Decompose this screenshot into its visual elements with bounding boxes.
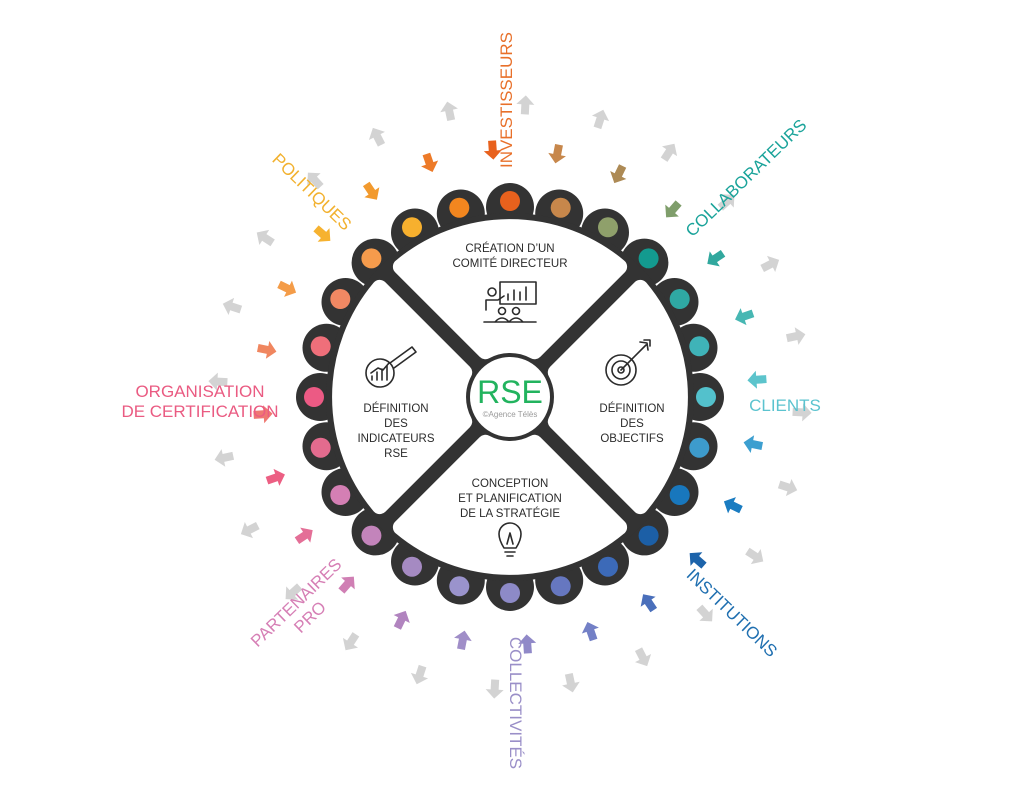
gear-tooth-dot: [402, 217, 422, 238]
outbound-arrow-icon: [792, 403, 812, 422]
label-clients: CLIENTS: [749, 396, 821, 415]
gear-tooth-dot: [689, 336, 710, 357]
outbound-arrow-icon: [342, 632, 360, 651]
gear-tooth-dot: [669, 485, 690, 505]
outbound-arrow-icon: [777, 478, 798, 497]
inbound-arrow-icon: [723, 497, 743, 514]
inbound-arrow-icon: [665, 200, 682, 218]
gear-tooth-dot: [598, 556, 618, 577]
label-investisseurs: INVESTISSEURS: [497, 32, 516, 168]
outbound-arrow-icon: [285, 583, 303, 600]
inbound-arrow-icon: [294, 527, 313, 545]
inbound-arrow-icon: [640, 594, 658, 613]
inbound-arrow-icon: [581, 622, 599, 642]
segment-bottom: [392, 434, 628, 575]
gear-tooth-dot: [669, 289, 690, 309]
inbound-arrow-icon: [265, 468, 285, 486]
inbound-arrow-icon: [743, 435, 763, 453]
outbound-arrow-icon: [591, 109, 610, 130]
target-arrow-icon: [605, 339, 651, 386]
gear-tooth-dot: [689, 437, 710, 458]
outbound-arrow-icon: [634, 647, 652, 667]
outbound-arrow-icon: [440, 101, 458, 122]
gear-tooth-dot: [550, 576, 571, 597]
gear-tooth-dot: [330, 289, 351, 309]
outbound-arrow-icon: [222, 297, 243, 316]
outbound-arrow-icon: [410, 664, 429, 685]
inbound-arrow-icon: [689, 552, 707, 569]
inbound-arrow-icon: [454, 630, 472, 650]
core-title: RSE: [477, 374, 543, 410]
segment-right: [547, 279, 688, 515]
gear-tooth-dot: [638, 525, 659, 546]
gear-tooth-dot: [361, 525, 382, 546]
inbound-arrow-icon: [610, 164, 627, 184]
inbound-arrow-icon: [257, 341, 277, 359]
gear-tooth-dot: [638, 248, 659, 269]
gear-tooth-dot: [304, 387, 324, 407]
inbound-arrow-icon: [362, 181, 380, 200]
inbound-arrow-icon: [421, 152, 439, 172]
segment-left: [332, 279, 473, 515]
gear-tooth-dot: [550, 197, 571, 218]
outbound-arrow-icon: [256, 229, 275, 247]
gear-tooth-dot: [310, 437, 331, 458]
outbound-arrow-icon: [240, 521, 260, 539]
outbound-arrow-icon: [516, 95, 535, 115]
outbound-arrow-icon: [785, 327, 806, 345]
outbound-arrow-icon: [208, 372, 228, 391]
gear-tooth-dot: [449, 576, 470, 597]
gear-tooth-dot: [500, 191, 520, 211]
inbound-arrow-icon: [483, 140, 502, 160]
inbound-arrow-icon: [518, 634, 537, 654]
presentation-board-icon: [483, 281, 537, 323]
inbound-arrow-icon: [393, 610, 410, 630]
gear-tooth-dot: [449, 197, 470, 218]
inbound-arrow-icon: [338, 576, 355, 594]
gear-tooth-dot: [330, 485, 351, 505]
outbound-arrow-icon: [760, 255, 780, 273]
core-credit: ©Agence Télès: [483, 410, 538, 419]
label-institutions: INSTITUTIONS: [683, 565, 781, 661]
gear-tooth-dot: [500, 583, 520, 603]
inbound-arrow-icon: [707, 249, 726, 267]
gear-tooth-dot: [361, 248, 382, 269]
magnifier-chart-icon: [365, 346, 417, 388]
inbound-arrow-icon: [253, 405, 273, 424]
outbound-arrow-icon: [717, 194, 735, 211]
outbound-arrow-icon: [562, 672, 580, 693]
gear-tooth-dot: [598, 217, 618, 238]
outbound-arrow-icon: [745, 547, 764, 565]
segment-top: [392, 219, 628, 360]
core-circle: [470, 357, 550, 437]
outbound-arrow-icon: [214, 449, 235, 467]
label-collectivites: COLLECTIVITÉS: [506, 637, 525, 769]
gear-tooth-dot: [310, 336, 331, 357]
gear-tooth-dot: [402, 556, 422, 577]
arrows-layer: [208, 95, 812, 699]
inbound-arrow-icon: [747, 370, 767, 389]
inbound-arrow-icon: [277, 280, 297, 297]
lightbulb-icon: [498, 522, 522, 557]
outbound-arrow-icon: [368, 127, 386, 147]
outbound-arrow-icon: [696, 604, 713, 622]
outbound-arrow-icon: [485, 679, 504, 699]
gear-tooth-dot: [696, 387, 716, 407]
inbound-arrow-icon: [735, 308, 755, 326]
inbound-arrow-icon: [548, 144, 566, 164]
label-politiques: POLITIQUES: [269, 150, 356, 235]
outbound-arrow-icon: [307, 172, 324, 190]
outbound-arrow-icon: [660, 143, 678, 162]
label-partenaires-pro: PARTENAIRESPRO: [247, 555, 359, 665]
inbound-arrow-icon: [313, 225, 331, 242]
label-collaborateurs: COLLABORATEURS: [682, 116, 810, 241]
